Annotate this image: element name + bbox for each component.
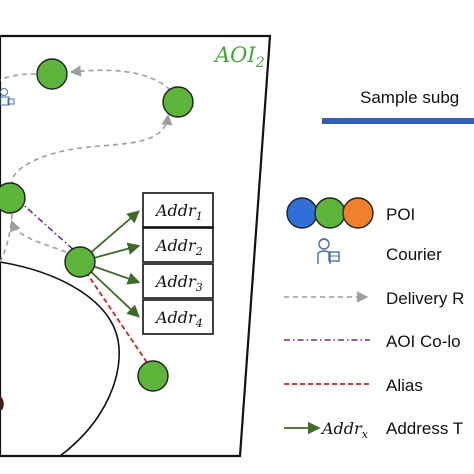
address-arrow xyxy=(87,210,140,256)
delivery-route-segment xyxy=(69,65,171,91)
courier-icon xyxy=(317,238,340,264)
address-arrow xyxy=(89,242,141,260)
delivery-route-segment xyxy=(10,113,173,187)
legend-delivery-label: Delivery R xyxy=(386,289,464,308)
legend-address-label: Address T xyxy=(386,419,463,438)
address-box: Addr3 xyxy=(142,263,214,299)
address-box: Addr2 xyxy=(142,227,214,263)
inner-region-curve xyxy=(0,261,120,457)
svg-text:Addr3: Addr3 xyxy=(154,272,203,294)
courier-icon xyxy=(0,88,15,106)
aoi-boundary xyxy=(0,34,272,458)
alias-edge xyxy=(85,271,149,365)
poi-node xyxy=(64,246,96,278)
poi-node xyxy=(0,182,26,214)
legend-poi-green xyxy=(314,197,346,229)
delivery-route-segment xyxy=(0,73,37,81)
address-box: Addr1 xyxy=(142,192,214,228)
aoi-label: AOI2 xyxy=(213,43,265,71)
edge-marker xyxy=(0,396,4,410)
svg-text:Addr2: Addr2 xyxy=(154,236,203,258)
address-arrow xyxy=(89,264,141,285)
legend-poi-blue xyxy=(286,197,318,229)
delivery-route-segment xyxy=(0,213,13,263)
legend-courier-label: Courier xyxy=(386,245,442,264)
legend-address-symbol: Addrx xyxy=(320,419,369,441)
poi-node xyxy=(162,86,194,118)
legend-poi-label: POI xyxy=(386,205,415,224)
poi-node xyxy=(36,58,68,90)
address-arrow xyxy=(87,268,140,318)
address-box: Addr4 xyxy=(142,299,214,335)
aoi-colocation-edge xyxy=(17,199,77,253)
legend-colocation-label: AOI Co-lo xyxy=(386,332,461,351)
svg-text:Addr1: Addr1 xyxy=(154,201,203,223)
legend-alias-label: Alias xyxy=(386,376,423,395)
sample-bar xyxy=(322,118,474,124)
sample-subgraph-label: Sample subg xyxy=(360,88,459,107)
poi-node xyxy=(137,360,169,392)
legend: POI Courier Delivery R AOI Co-lo Alias A… xyxy=(284,197,464,441)
svg-text:Addr4: Addr4 xyxy=(154,308,203,330)
delivery-route-segment xyxy=(9,219,67,253)
legend-poi-orange xyxy=(342,197,374,229)
